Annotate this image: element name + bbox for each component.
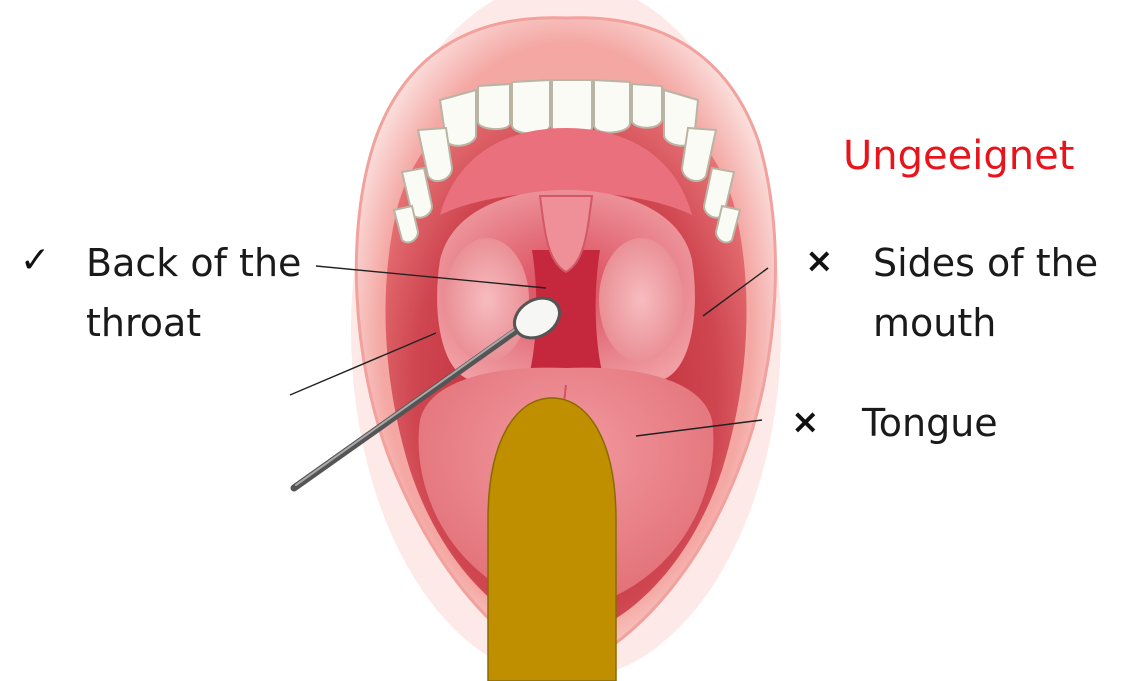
callout-label-line-2: throat <box>86 299 201 347</box>
callout-label-line-1: Sides of the <box>873 239 1098 287</box>
left-tonsil <box>445 238 529 362</box>
callout-label-line-2: mouth <box>873 299 996 347</box>
callout-label-line-1: Back of the <box>86 239 301 287</box>
cross-icon: × <box>805 237 834 285</box>
cross-icon: × <box>791 398 820 446</box>
right-tonsil <box>599 238 683 362</box>
check-icon: ✓ <box>20 237 50 285</box>
verdict-label: Ungeeignet <box>843 132 1074 180</box>
sampling-stick <box>488 398 616 681</box>
callout-label-line-1: Tongue <box>862 399 998 447</box>
